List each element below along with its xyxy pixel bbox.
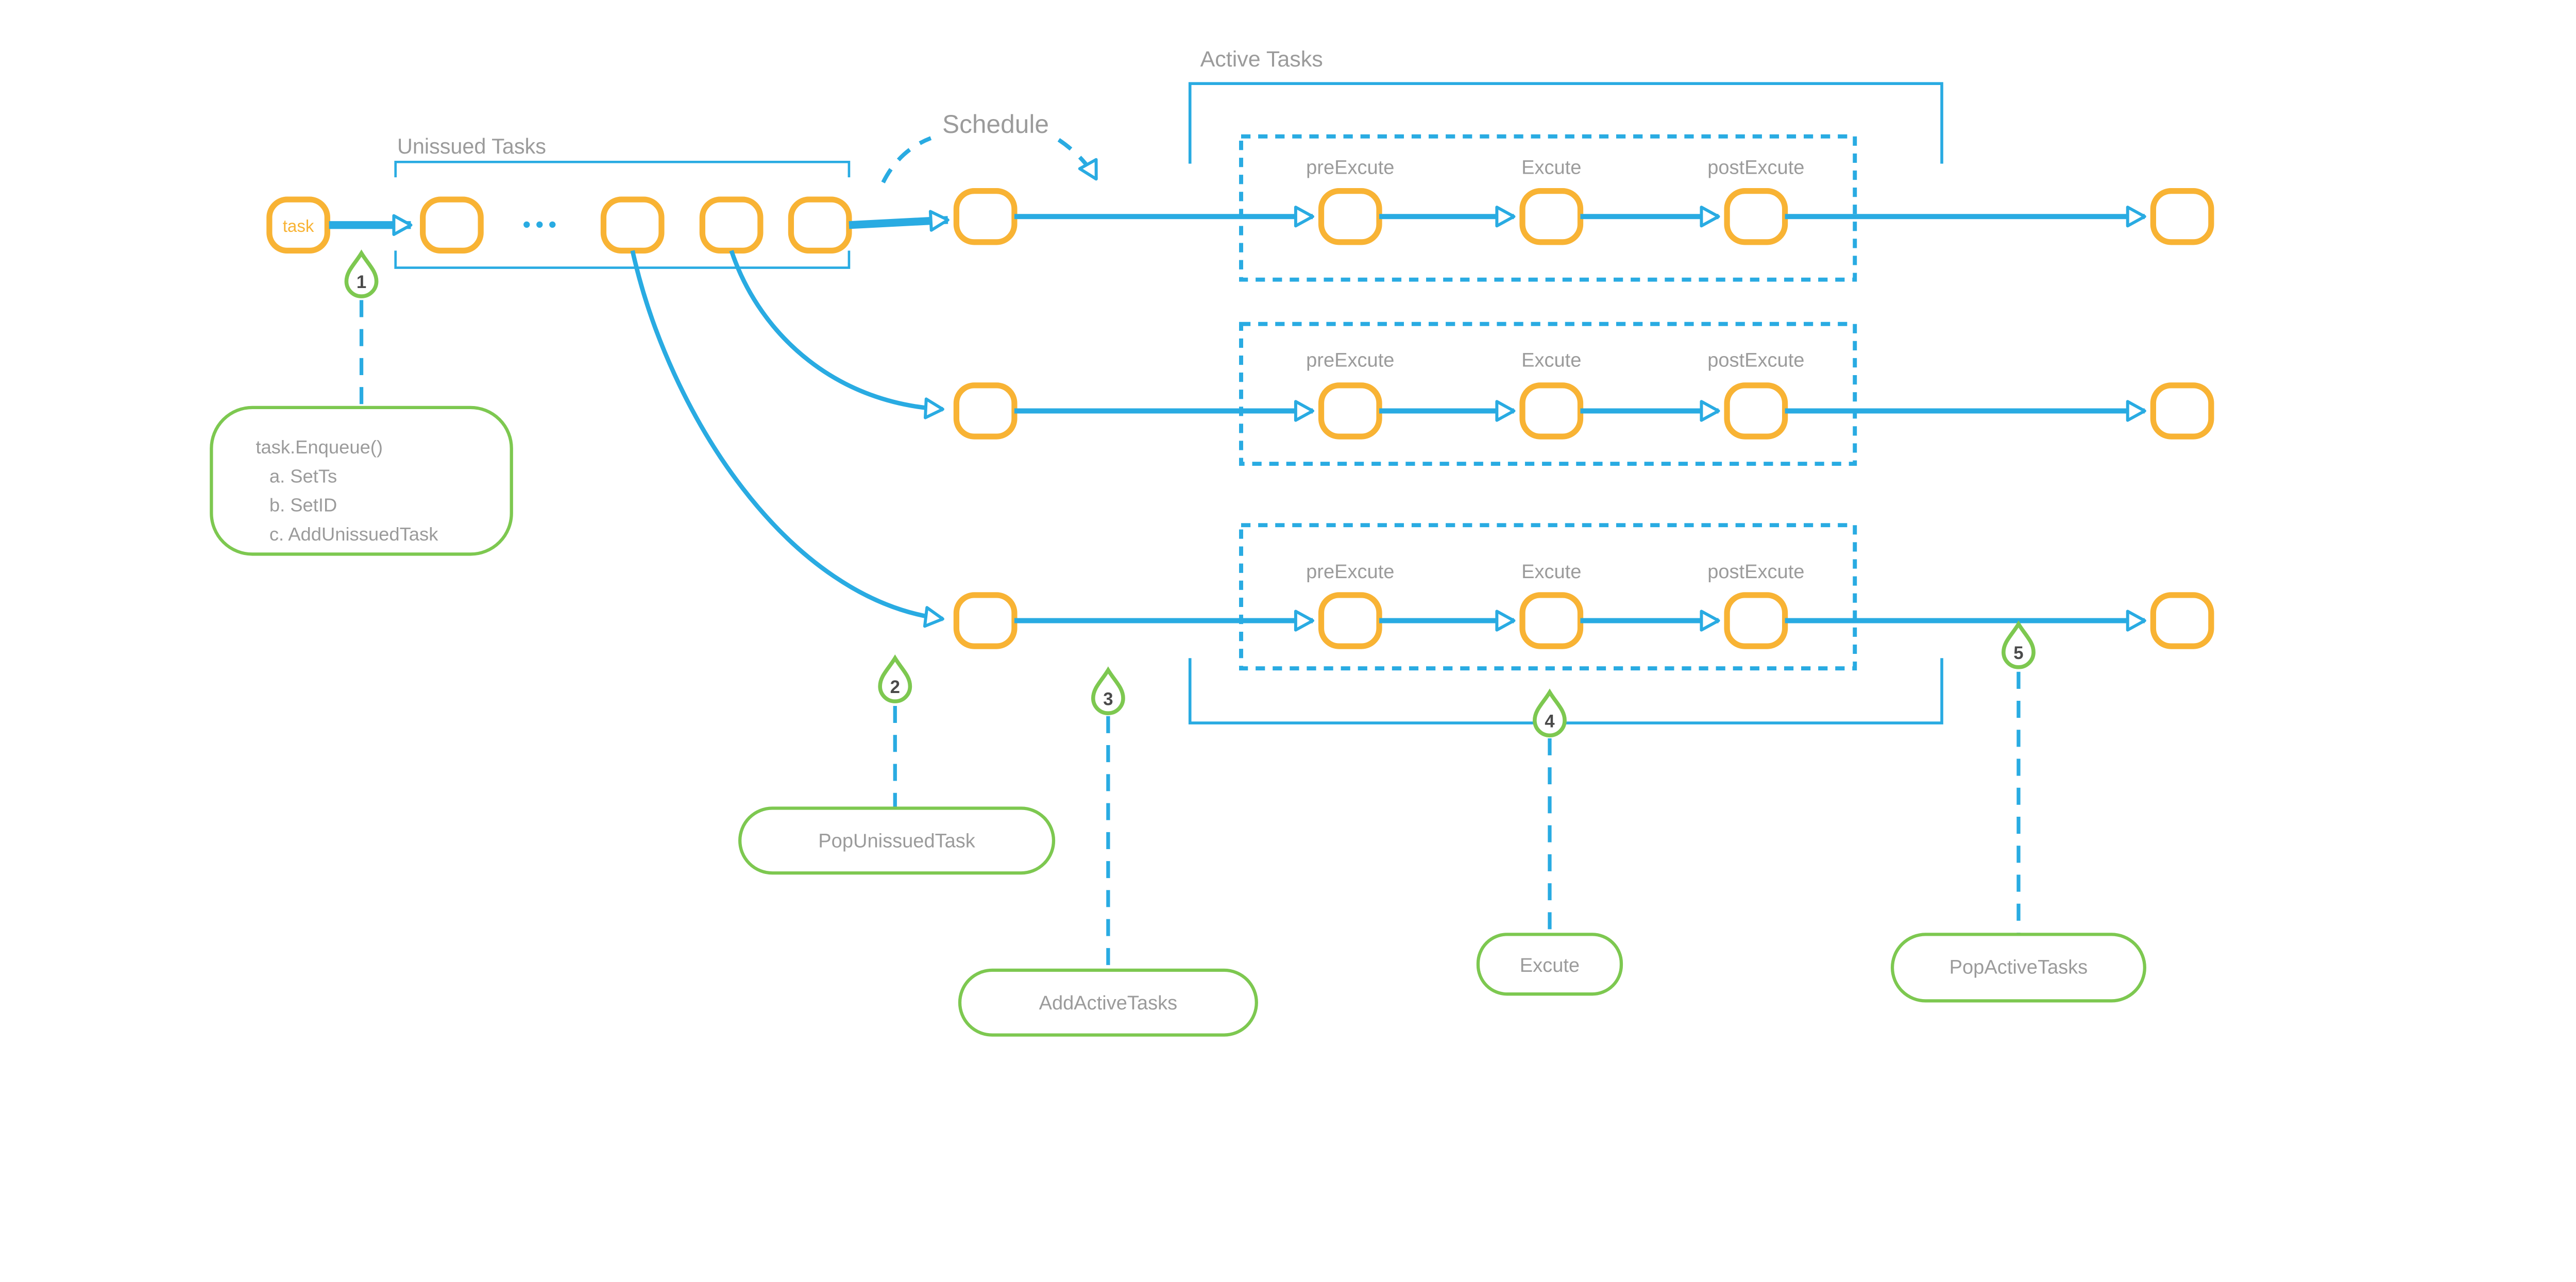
row2-postexcute-node xyxy=(1724,382,1788,440)
marker5-number: 5 xyxy=(2013,644,2023,663)
marker2-callout-label: PopUnissuedTask xyxy=(818,831,976,852)
unissued-queue-nodes: ••• xyxy=(420,196,950,254)
row2-entry-node xyxy=(953,382,1018,440)
task-source: task xyxy=(266,196,413,254)
marker4-callout-label: Excute xyxy=(1520,955,1580,976)
marker5-drop-icon xyxy=(2002,620,2036,669)
marker3-callout-box xyxy=(958,968,1258,1037)
marker4-drop-icon xyxy=(1533,688,1567,737)
unissued-tasks-top-bracket xyxy=(394,161,851,178)
marker4-callout-box xyxy=(1476,933,1623,996)
marker2-number: 2 xyxy=(890,678,900,697)
worker-row-3: preExcute Excute postExcute xyxy=(953,523,2214,671)
unissued-tasks-section: Unissued Tasks xyxy=(394,134,851,269)
schedule-label: Schedule xyxy=(942,110,1049,139)
marker5-callout-label: PopActiveTasks xyxy=(1950,956,2088,978)
queue-node-1 xyxy=(420,196,484,254)
row1-excute-node xyxy=(1519,188,1584,245)
row1-postexcute-node xyxy=(1724,188,1788,245)
row3-excute-node xyxy=(1519,592,1584,649)
schedule-annotation: Schedule xyxy=(881,110,1098,183)
step-marker-5: 5 PopActiveTasks xyxy=(1890,620,2146,1003)
row2-postexcute-label: postExcute xyxy=(1707,349,1804,371)
schedule-arc-right xyxy=(1057,138,1098,181)
row3-dashed-box xyxy=(1239,523,1857,671)
arrow-queue-to-schedule xyxy=(849,210,950,232)
row3-end-node xyxy=(2150,592,2214,649)
worker-row-1: preExcute Excute postExcute xyxy=(953,134,2214,282)
queue-node-3 xyxy=(699,196,764,254)
marker1-callout-line-4: c. AddUnissuedTask xyxy=(269,524,438,545)
marker1-callout-line-3: b. SetID xyxy=(269,495,337,516)
row1-preexcute-label: preExcute xyxy=(1306,157,1394,179)
marker3-callout-label: AddActiveTasks xyxy=(1039,992,1178,1014)
marker4-number: 4 xyxy=(1545,712,1555,731)
row3-postexcute-label: postExcute xyxy=(1707,561,1804,583)
task-node-label: task xyxy=(283,217,314,236)
marker1-callout-box xyxy=(210,406,513,556)
row2-preexcute-node xyxy=(1318,382,1382,440)
queue-node-2 xyxy=(600,196,665,254)
marker1-callout-line-2: a. SetTs xyxy=(269,465,337,486)
row2-excute-node xyxy=(1519,382,1584,440)
row1-preexcute-node xyxy=(1318,188,1382,245)
row2-end-node xyxy=(2150,382,2214,440)
queue-ellipsis: ••• xyxy=(523,212,562,237)
marker2-drop-icon xyxy=(878,654,912,703)
marker5-callout-box xyxy=(1890,933,2146,1003)
marker2-callout-box xyxy=(738,806,1056,875)
unissued-tasks-bottom-bracket xyxy=(394,250,851,269)
row3-postexcute-node xyxy=(1724,592,1788,649)
row2-dashed-box xyxy=(1239,322,1857,466)
row1-postexcute-label: postExcute xyxy=(1707,157,1804,179)
row2-preexcute-label: preExcute xyxy=(1306,349,1394,371)
queue-node-4 xyxy=(788,196,852,254)
active-tasks-top-bracket xyxy=(1188,82,1943,164)
active-tasks-label: Active Tasks xyxy=(1200,47,1323,72)
marker1-number: 1 xyxy=(357,273,366,292)
row3-entry-node xyxy=(953,592,1018,649)
row1-end-node xyxy=(2150,188,2214,245)
marker1-callout-line-1: task.Enqueue() xyxy=(256,436,383,458)
row2-excute-label: Excute xyxy=(1521,349,1581,371)
step-marker-4: 4 Excute xyxy=(1476,688,1623,996)
task-scheduler-diagram: Unissued Tasks task ••• Schedule Active … xyxy=(210,47,2214,1037)
row1-entry-node xyxy=(953,188,1018,245)
unissued-tasks-label: Unissued Tasks xyxy=(397,134,546,158)
row1-excute-label: Excute xyxy=(1521,157,1581,179)
row1-dashed-box xyxy=(1239,134,1857,282)
step-marker-2: 2 PopUnissuedTask xyxy=(738,654,1056,875)
step-marker-3: 3 AddActiveTasks xyxy=(958,666,1258,1037)
task-node xyxy=(266,196,330,254)
curve-queue-to-row3 xyxy=(630,250,944,628)
row3-preexcute-node xyxy=(1318,592,1382,649)
row3-preexcute-label: preExcute xyxy=(1306,561,1394,583)
step-marker-1: 1 task.Enqueue() a. SetTs b. SetID c. Ad… xyxy=(210,249,513,556)
marker3-number: 3 xyxy=(1103,689,1113,709)
marker1-drop-icon xyxy=(344,249,379,298)
row3-excute-label: Excute xyxy=(1521,561,1581,583)
marker3-drop-icon xyxy=(1091,666,1125,715)
curve-queue-to-row2 xyxy=(729,250,944,419)
worker-row-2: preExcute Excute postExcute xyxy=(953,322,2214,466)
schedule-arc-left xyxy=(881,136,932,183)
